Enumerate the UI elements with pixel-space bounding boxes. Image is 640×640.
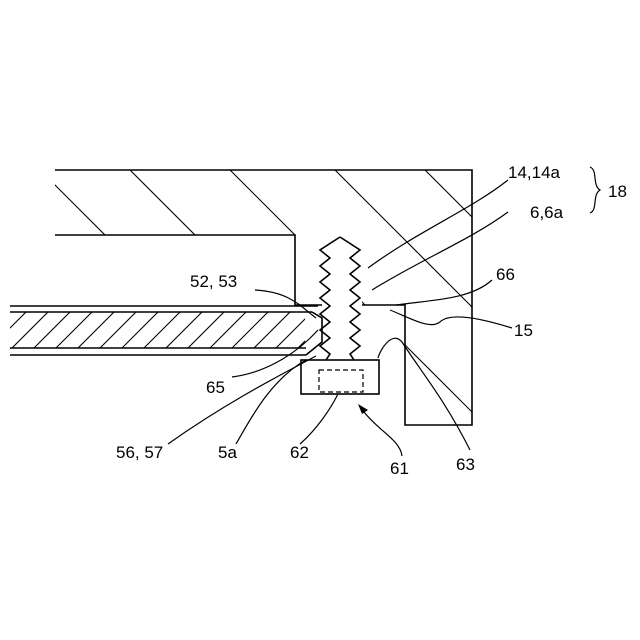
frame-inner-step bbox=[55, 235, 322, 305]
frame-outline bbox=[55, 170, 472, 425]
label-56-57: 56, 57 bbox=[116, 443, 163, 462]
screw-thread-left bbox=[320, 237, 340, 360]
label-63: 63 bbox=[456, 455, 475, 474]
label-52-53: 52, 53 bbox=[190, 272, 237, 291]
arrowhead-61 bbox=[358, 404, 368, 414]
reference-labels: 14,14a 6,6a 18 66 15 52, 53 65 56, 57 5a… bbox=[116, 163, 627, 478]
label-66: 66 bbox=[496, 265, 515, 284]
panel-hatching bbox=[0, 312, 334, 348]
screw-head-recess bbox=[319, 370, 363, 392]
label-18: 18 bbox=[608, 182, 627, 201]
label-65: 65 bbox=[206, 378, 225, 397]
frame-hatching bbox=[40, 170, 480, 420]
panel bbox=[0, 306, 334, 355]
label-5a: 5a bbox=[218, 443, 237, 462]
label-14-14a: 14,14a bbox=[508, 163, 561, 182]
screw-thread-right bbox=[340, 237, 360, 360]
label-62: 62 bbox=[290, 443, 309, 462]
label-15: 15 bbox=[514, 321, 533, 340]
label-6-6a: 6,6a bbox=[530, 203, 564, 222]
label-61: 61 bbox=[390, 459, 409, 478]
screw-head bbox=[301, 360, 379, 394]
